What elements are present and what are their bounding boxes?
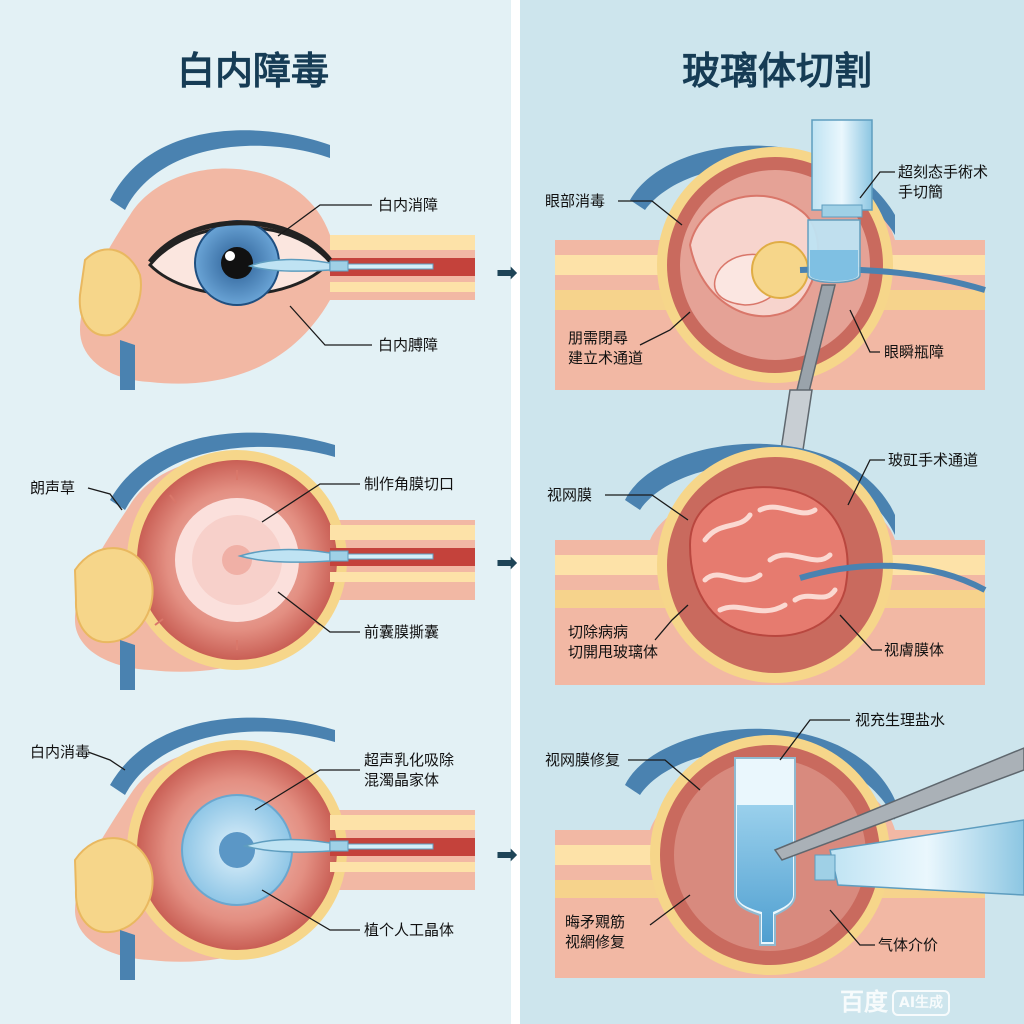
- right-panel-title: 玻璃体切割: [682, 49, 873, 93]
- right-step1-eye: [555, 119, 986, 390]
- right-step3-label-3: 晦矛覭筋 视網修复: [565, 913, 626, 951]
- right-step1-label-2: 超刻态手術术 手切簡: [898, 163, 989, 201]
- right-step3-label-1: 视网膜修复: [545, 751, 621, 769]
- right-step1-label-3: 朋需閉尋 建立术通道: [568, 329, 644, 367]
- right-step1-label-4: 眼瞬瓶障: [884, 343, 945, 361]
- panel-divider: [511, 0, 520, 1024]
- right-step3-label-4: 气体介价: [878, 936, 939, 954]
- right-step3-label-2: 视充生理盐水: [855, 711, 946, 729]
- left-step3-label-1: 白内消毒: [30, 743, 91, 761]
- left-step3-label-3: 植个人工晶体: [364, 921, 455, 939]
- watermark-brand: 百度: [840, 988, 888, 1016]
- left-step2-eye: [73, 432, 475, 690]
- left-step2-label-1: 朗声草: [30, 479, 76, 497]
- left-step1-face: [78, 130, 475, 390]
- right-step2-label-1: 视网膜: [547, 486, 593, 504]
- right-step2-label-2: 玻豇手术通道: [888, 451, 979, 469]
- left-step1-label-1: 白内消障: [378, 196, 439, 214]
- watermark-tag: AI生成: [892, 990, 951, 1016]
- left-step2-label-2: 制作角膜切口: [364, 475, 455, 493]
- step1-arrow-icon: ➡: [496, 258, 518, 288]
- left-panel-title: 白内障毒: [177, 49, 330, 93]
- right-step2-label-4: 视膚膜体: [884, 641, 945, 659]
- left-step2-label-3: 前囊膜撕囊: [364, 623, 440, 641]
- right-step2-label-3: 切除病病 切開甩玻璃体: [568, 623, 659, 661]
- right-step3-eye: [555, 728, 1024, 978]
- right-step1-label-1: 眼部消毒: [545, 192, 606, 210]
- left-step3-label-2: 超声乳化吸除 混濁晶家体: [364, 751, 455, 789]
- left-step1-label-2: 白内膊障: [378, 336, 439, 354]
- step2-arrow-icon: ➡: [496, 548, 518, 578]
- left-step3-eye: [73, 717, 475, 980]
- right-step2-eye: [555, 443, 987, 685]
- step3-arrow-icon: ➡: [496, 840, 518, 870]
